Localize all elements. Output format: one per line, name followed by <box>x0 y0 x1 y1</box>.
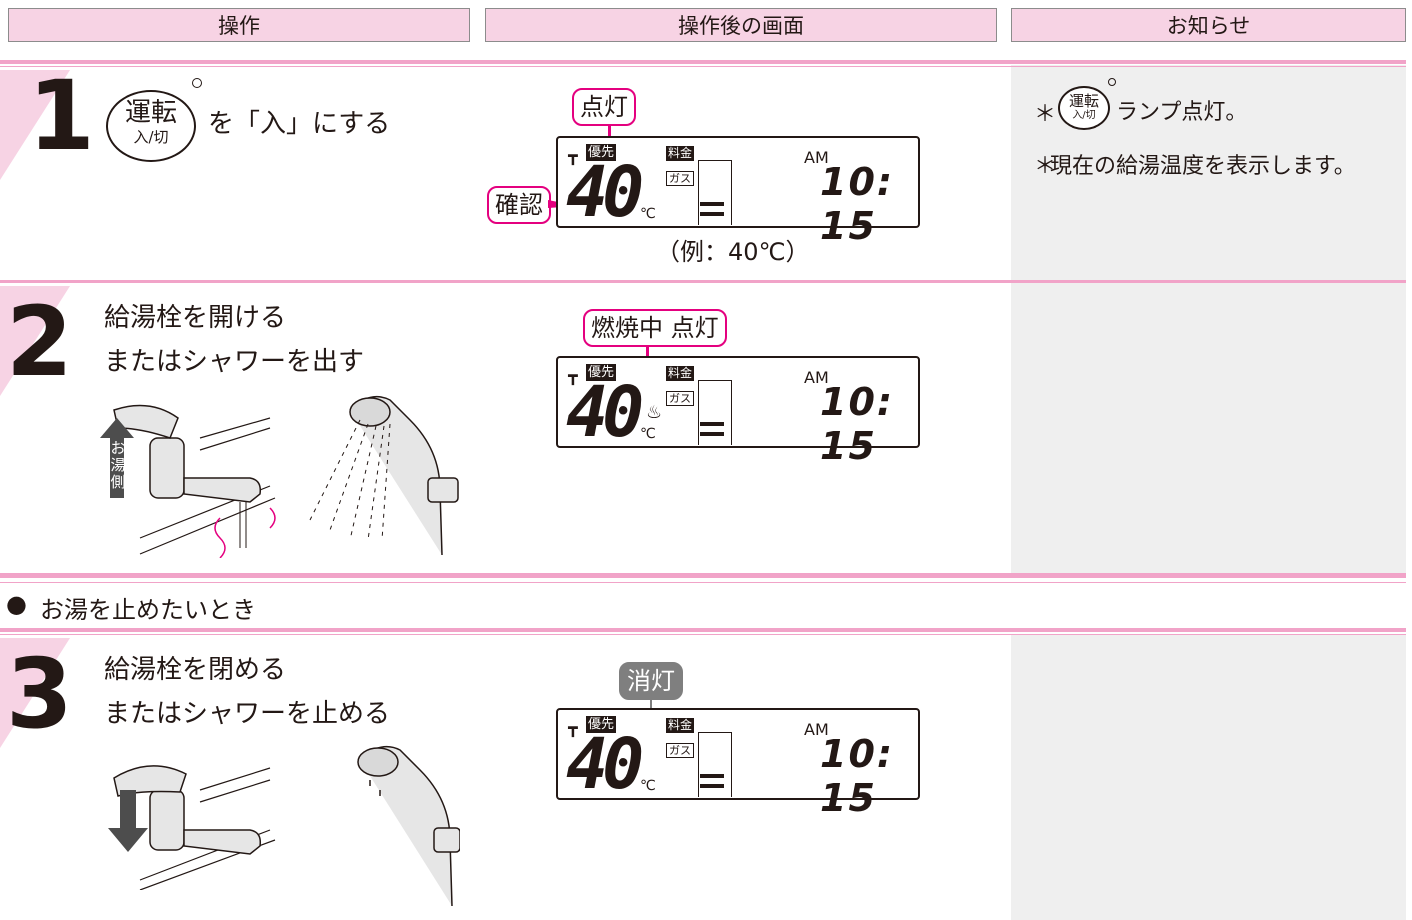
header-notice-label: お知らせ <box>1166 14 1251 38</box>
divider-step1 <box>0 60 1406 64</box>
fee-badge: 料金 <box>666 718 695 733</box>
note-lamp-on: ランプ点灯。 <box>1116 100 1248 125</box>
divider-step3-thin <box>0 634 1406 635</box>
clock-readout: 10: 15 <box>820 160 895 248</box>
flame-icon: ♨ <box>646 402 663 423</box>
degree-unit: ℃ <box>640 778 656 794</box>
fee-badge: 料金 <box>666 146 695 161</box>
shower-spray-illustration <box>309 395 459 555</box>
step3-text-line1: 給湯栓を閉める <box>104 655 287 685</box>
am-label: AM <box>804 148 829 167</box>
remote-display-step1: ┳ 優先 40 ℃ 料金 ガス AM 10: 15 <box>556 136 920 248</box>
small-button-label-bottom: 入/切 <box>1072 110 1096 121</box>
usage-meter <box>698 380 732 445</box>
gas-label: ガス <box>666 743 694 758</box>
temperature-readout: 40 <box>566 151 644 233</box>
meter-bar <box>700 432 724 436</box>
run-power-button-illustration: 運転 入/切 <box>106 90 196 162</box>
step2-number: 2 <box>6 286 73 398</box>
header-notice: お知らせ <box>1011 8 1406 42</box>
lamp-indicator-icon <box>192 78 202 88</box>
step3-text-line2: またはシャワーを止める <box>104 699 391 729</box>
header-operation-label: 操作 <box>218 14 260 38</box>
gas-label: ガス <box>666 391 694 406</box>
callout-confirm: 確認 <box>487 186 551 224</box>
clock-readout: 10: 15 <box>820 732 895 820</box>
notes-panel-3 <box>1011 634 1406 920</box>
divider-section <box>0 573 1406 578</box>
button-label-top: 運転 <box>124 98 177 128</box>
divider-step3 <box>0 628 1406 632</box>
degree-unit: ℃ <box>640 206 656 222</box>
meter-bar <box>700 202 724 206</box>
faucet-closed-illustration <box>113 765 276 890</box>
step1-text: を「入」にする <box>208 109 391 139</box>
lamp-indicator-small-icon <box>1108 78 1116 86</box>
hot-side-label: お湯側 <box>110 439 126 491</box>
example-caption: （例：40℃） <box>656 238 810 266</box>
shower-off-illustration <box>357 745 460 906</box>
faucet-open-illustration <box>113 404 276 558</box>
divider-section-thin <box>0 582 1406 583</box>
fee-badge: 料金 <box>666 366 695 381</box>
divider-step1-thin <box>0 66 1406 67</box>
header-screen: 操作後の画面 <box>485 8 997 42</box>
callout-lit: 点灯 <box>572 88 636 126</box>
hot-side-arrow-icon <box>100 418 134 498</box>
meter-bar <box>700 774 724 778</box>
priority-badge: 優先 <box>586 144 617 161</box>
header-screen-label: 操作後の画面 <box>678 14 804 38</box>
step2-text-line2: またはシャワーを出す <box>104 347 365 377</box>
faucet-icon: ┳ <box>568 718 578 737</box>
meter-bar <box>700 212 724 216</box>
step3-number: 3 <box>6 638 73 750</box>
meter-bar <box>700 422 724 426</box>
step2-text-line1: 給湯栓を開ける <box>104 303 287 333</box>
temperature-readout: 40 <box>566 371 644 453</box>
temperature-readout: 40 <box>566 723 644 805</box>
callout-burning-lit: 燃焼中 点灯 <box>583 309 727 347</box>
remote-display-step3: ┳ 優先 40 ℃ 料金 ガス AM 10: 15 <box>556 708 920 820</box>
note-temperature: 現在の給湯温度を表示します。 <box>1050 154 1356 179</box>
usage-meter <box>698 732 732 797</box>
gas-label: ガス <box>666 171 694 186</box>
priority-badge: 優先 <box>586 364 617 381</box>
close-arrow-icon <box>108 790 148 852</box>
small-button-label-top: 運転 <box>1068 92 1099 110</box>
am-label: AM <box>804 368 829 387</box>
note-prefix-1: ＊ <box>1034 102 1057 127</box>
priority-badge: 優先 <box>586 716 617 733</box>
step1-wedge <box>0 70 70 180</box>
button-label-bottom: 入/切 <box>133 128 169 146</box>
step2-wedge <box>0 286 70 396</box>
divider-step2 <box>0 280 1406 283</box>
step3-wedge <box>0 638 70 748</box>
note-prefix-2: ＊ <box>1034 154 1057 179</box>
callout-lit-pointer <box>608 126 611 138</box>
remote-display-step2: ┳ 優先 40 ♨ ℃ 料金 ガス AM 10: 15 <box>556 356 920 468</box>
notes-panel-1 <box>1011 65 1406 573</box>
usage-meter <box>698 160 732 225</box>
meter-bar <box>700 784 724 788</box>
step1-number: 1 <box>28 60 95 172</box>
section-title: お湯を止めたいとき <box>40 596 256 624</box>
header-operation: 操作 <box>8 8 470 42</box>
callout-off: 消灯 <box>619 662 683 700</box>
degree-unit: ℃ <box>640 426 656 442</box>
faucet-icon: ┳ <box>568 366 578 385</box>
section-bullet: ● <box>6 590 27 618</box>
clock-readout: 10: 15 <box>820 380 895 468</box>
faucet-icon: ┳ <box>568 146 578 165</box>
am-label: AM <box>804 720 829 739</box>
run-power-button-small-illustration: 運転 入/切 <box>1058 86 1110 130</box>
